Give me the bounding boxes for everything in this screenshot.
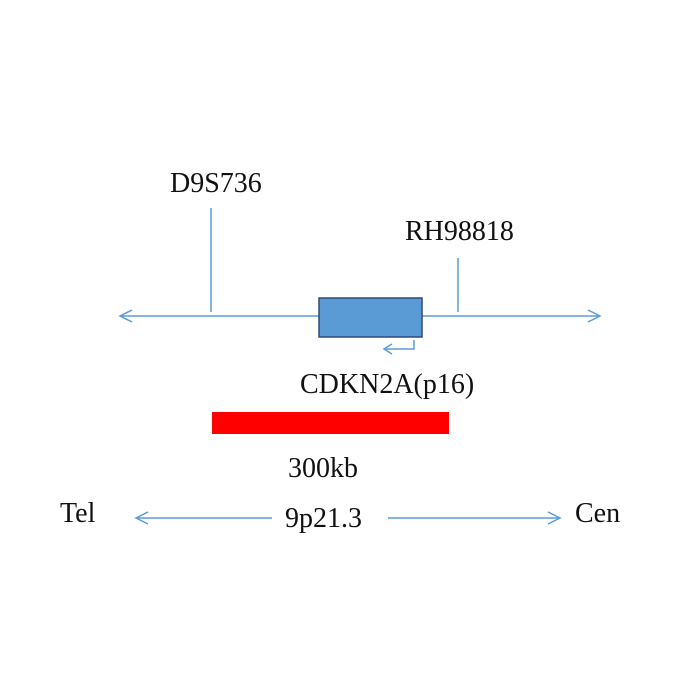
cen-arrow: [388, 511, 562, 525]
region-bar: [212, 412, 449, 434]
transcription-arrowhead: [382, 343, 393, 355]
region-size-label: 300kb: [288, 453, 358, 484]
axis-right-arrowhead: [587, 309, 602, 323]
cen-label: Cen: [575, 498, 620, 529]
transcription-direction-arrow: [382, 340, 415, 355]
marker-right-label: RH98818: [405, 216, 514, 247]
band-label: 9p21.3: [285, 503, 362, 534]
gene-box: [318, 297, 423, 338]
tel-arrowhead: [134, 511, 149, 525]
tel-label: Tel: [60, 498, 96, 529]
axis-left-arrowhead: [118, 309, 133, 323]
tel-arrow: [134, 511, 272, 525]
transcription-arrow-path: [386, 340, 415, 350]
marker-left-label: D9S736: [170, 168, 262, 199]
cen-arrowhead: [547, 511, 562, 525]
gene-label: CDKN2A(p16): [300, 369, 474, 400]
